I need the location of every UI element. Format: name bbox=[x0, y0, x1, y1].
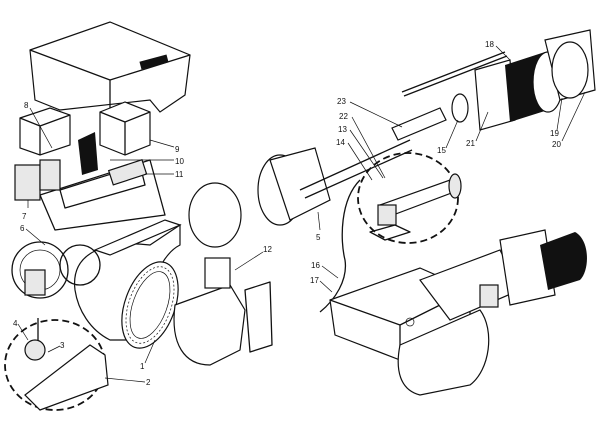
nozzle-detail bbox=[357, 152, 462, 244]
callout-labels: 1 2 3 4 5 6 7 8 9 10 11 12 13 14 15 16 1… bbox=[13, 40, 561, 387]
callout-9: 9 bbox=[175, 145, 180, 154]
callout-17: 17 bbox=[310, 276, 319, 285]
air-tube bbox=[391, 51, 508, 141]
assembled-burner bbox=[329, 229, 587, 396]
leader-lines bbox=[17, 45, 586, 383]
callout-18: 18 bbox=[485, 40, 494, 49]
control-box bbox=[78, 101, 151, 175]
callout-19: 19 bbox=[550, 129, 559, 138]
callout-15: 15 bbox=[437, 146, 446, 155]
callout-2: 2 bbox=[146, 378, 151, 387]
cable bbox=[319, 179, 361, 313]
callout-7: 7 bbox=[22, 212, 27, 221]
callout-3: 3 bbox=[60, 341, 65, 350]
callout-23: 23 bbox=[337, 97, 346, 106]
blast-tube bbox=[474, 29, 596, 131]
callout-16: 16 bbox=[311, 261, 320, 270]
callout-8: 8 bbox=[24, 101, 29, 110]
fan-impeller bbox=[121, 261, 179, 349]
callout-22: 22 bbox=[339, 112, 348, 121]
base-plate bbox=[14, 159, 166, 231]
callout-12: 12 bbox=[263, 245, 272, 254]
callout-11: 11 bbox=[175, 170, 184, 179]
fan-housing bbox=[11, 219, 182, 341]
callout-4: 4 bbox=[13, 319, 18, 328]
air-intake bbox=[173, 257, 273, 366]
callout-1: 1 bbox=[140, 362, 145, 371]
terminal-cover bbox=[19, 107, 71, 156]
flange-adaptor bbox=[188, 139, 413, 248]
callout-6: 6 bbox=[20, 224, 25, 233]
pump-detail bbox=[4, 318, 109, 411]
callout-14: 14 bbox=[336, 138, 345, 147]
callout-20: 20 bbox=[552, 140, 561, 149]
callout-5: 5 bbox=[316, 233, 321, 242]
top-cover bbox=[29, 21, 191, 113]
callout-21: 21 bbox=[466, 139, 475, 148]
callout-13: 13 bbox=[338, 125, 347, 134]
callout-10: 10 bbox=[175, 157, 184, 166]
